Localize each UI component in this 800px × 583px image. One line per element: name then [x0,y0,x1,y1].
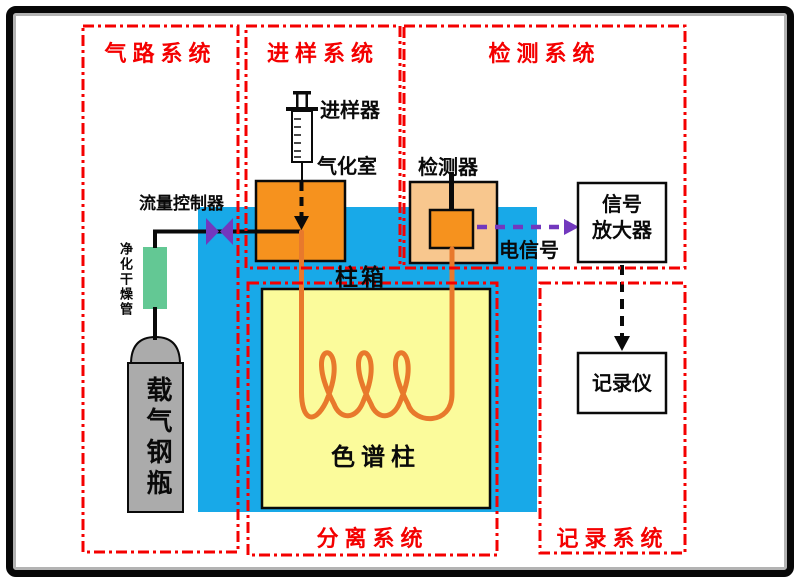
detection-system-boundary [402,24,687,270]
column-coil-tubing [299,229,455,421]
injection-system-title: 进样系统 [266,41,379,66]
syringe-plunger-leg-left [296,94,299,108]
detection-system-title: 检测系统 [488,41,601,66]
recorder-box [576,351,668,415]
syringe-flange [286,107,318,111]
amplifier-to-recorder-arrowhead [614,336,630,351]
flow-valve-left-triangle [206,218,219,245]
purifier-tube-label: 净化干燥管 [118,242,133,317]
flow-valve-right-triangle [220,218,233,245]
separation-system-boundary [246,281,499,557]
recording-system-boundary [538,281,687,555]
gas-path-system-boundary [81,24,240,554]
amplifier-label-line1: 信号 [602,194,642,216]
electric-signal-label: 电信号 [499,240,559,262]
flow-controller-label: 流量控制器 [139,194,224,213]
gas-cylinder-label: 载气钢瓶 [143,376,173,500]
gas-cylinder-body [127,362,184,513]
syringe-plunger-top [293,91,311,95]
amplifier-label-line2: 放大器 [592,220,652,242]
recorder-label: 记录仪 [592,373,652,395]
separation-system-title: 分离系统 [316,526,429,551]
recording-system-title: 记录系统 [556,526,669,551]
carrier-gas-pipe [153,229,301,248]
vaporizer-flow-arrowhead [294,216,309,230]
column-label: 色谱柱 [331,444,421,471]
syringe-label: 进样器 [320,100,380,122]
injection-system-boundary [244,24,402,270]
detector-label: 检测器 [418,157,478,179]
detector-stem-line [449,172,454,214]
column-oven-label: 柱箱 [335,264,387,290]
syringe-plunger-leg-right [305,94,308,108]
amplifier-box [576,181,668,264]
syringe-graduations [294,118,301,158]
amplifier-label: 信号 放大器 [578,192,666,244]
vaporizer-label: 气化室 [317,156,377,178]
purifier-tube-shape [143,247,167,309]
gas-path-system-title: 气路系统 [104,41,217,66]
electric-signal-arrowhead [564,219,579,235]
